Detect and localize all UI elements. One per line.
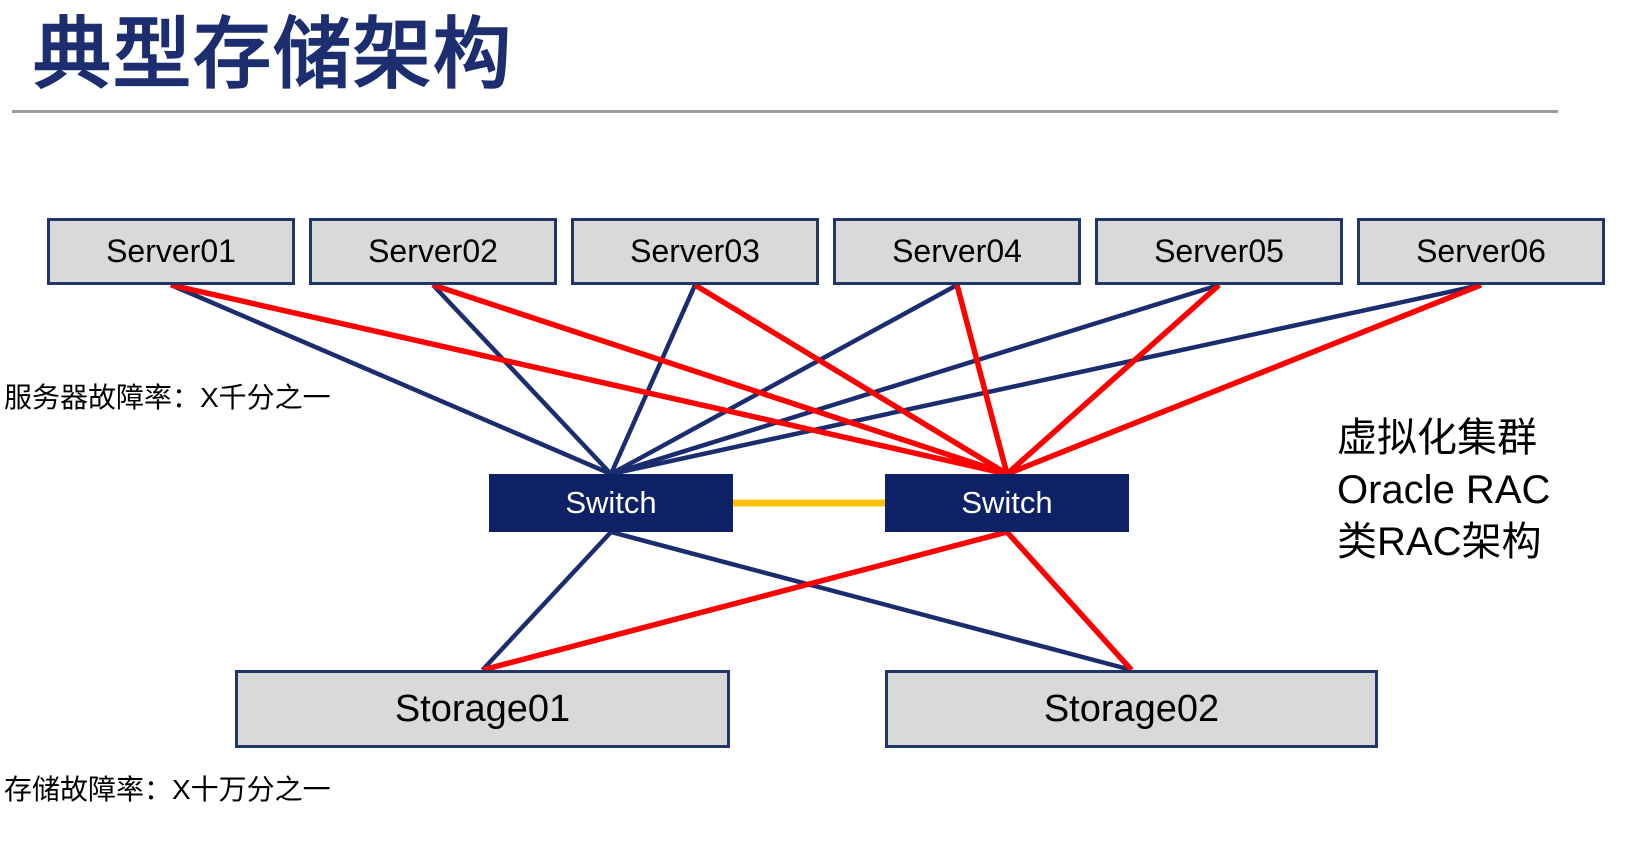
annotation-line-1: 虚拟化集群 [1337,416,1537,460]
edge-server02-switch1 [431,283,613,476]
edge-switch1-storage02 [610,529,1133,673]
edge-server02-switch2 [432,282,1008,477]
edge-server06-switch2 [1005,282,1483,477]
edge-switch1-storage01 [480,530,613,672]
node-server06: Server06 [1357,218,1605,285]
edge-server05-switch1 [610,282,1220,477]
server-failure-rate-label: 服务器故障率：X千分之一 [4,382,331,413]
annotation-line-2: Oracle RAC [1337,468,1551,512]
storage-failure-rate-label: 存储故障率：X十万分之一 [4,774,331,805]
edge-server03-switch1 [608,284,698,475]
title-divider [12,110,1558,113]
edge-server01-switch1 [170,282,612,477]
node-server03: Server03 [571,218,819,285]
edge-switch2-storage01 [481,529,1008,673]
edge-server05-switch2 [1005,282,1221,477]
node-server01: Server01 [47,218,295,285]
edge-server04-switch1 [609,283,959,476]
cluster-annotation: 虚拟化集群 Oracle RAC 类RAC架构 [1337,412,1550,568]
edge-server06-switch1 [610,282,1482,477]
node-server02: Server02 [309,218,557,285]
node-server05: Server05 [1095,218,1343,285]
edge-switch2-storage02 [1004,530,1134,672]
node-server04: Server04 [833,218,1081,285]
edge-server03-switch2 [693,282,1009,477]
edge-server01-switch2 [170,282,1008,477]
node-storage01: Storage01 [235,670,730,748]
node-switch1: Switch [489,474,733,532]
annotation-line-3: 类RAC架构 [1337,520,1542,564]
edge-server04-switch2 [954,284,1010,475]
slide-title: 典型存储架构 [33,10,514,98]
node-switch2: Switch [885,474,1129,532]
node-storage02: Storage02 [885,670,1378,748]
